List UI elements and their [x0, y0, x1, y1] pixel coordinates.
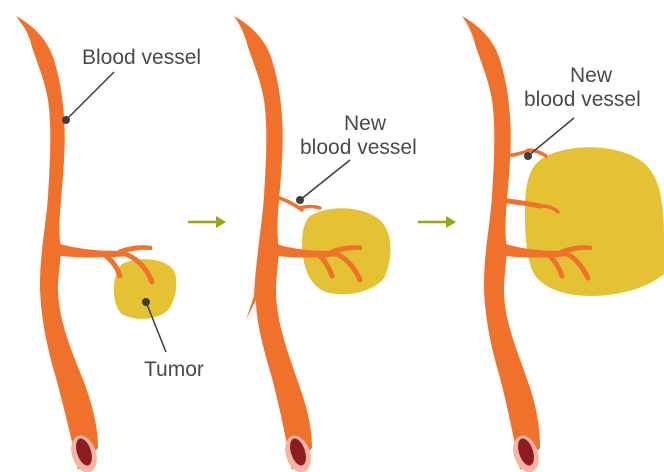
new-blood-vessel-label-line2: blood vessel	[524, 88, 641, 111]
right-arrow-icon	[418, 216, 456, 228]
tumor-label: Tumor	[144, 358, 204, 381]
blood-vessel-1	[16, 16, 98, 470]
tumor-3	[525, 147, 664, 296]
blood-vessel-2	[234, 16, 312, 470]
panel-2: New blood vessel	[234, 16, 417, 472]
new-blood-vessel-label-line2: blood vessel	[300, 136, 417, 159]
new-blood-vessel-label-line1: New	[570, 64, 613, 87]
right-arrow-icon	[188, 216, 226, 228]
new-blood-vessel-label-line1: New	[344, 112, 387, 135]
blood-vessel-label: Blood vessel	[82, 46, 201, 69]
panel-3: New blood vessel	[462, 16, 664, 472]
panel-1: Blood vessel Tumor	[16, 16, 204, 472]
